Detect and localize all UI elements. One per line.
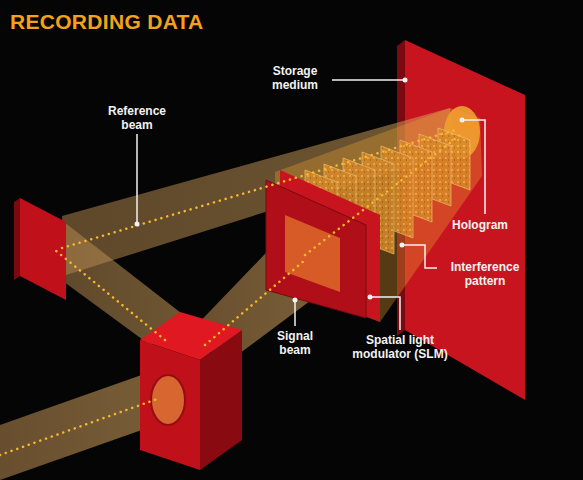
leader-dot (403, 78, 408, 83)
beam-axis (0, 398, 160, 455)
leader-line (294, 300, 296, 326)
mirror (20, 198, 66, 300)
callout-label: Hologram (452, 218, 532, 232)
leader-lines (137, 80, 485, 330)
leader-line (136, 134, 138, 224)
beam-axes (0, 130, 460, 455)
callout-label: Storage medium (255, 64, 335, 92)
leader-dot (368, 295, 373, 300)
beam-axis (62, 130, 455, 248)
callout-label: Signal beam (268, 329, 322, 357)
beam-axis (55, 250, 165, 340)
leader-line (462, 120, 485, 214)
leader-line (370, 297, 400, 330)
callout-label: Reference beam (100, 104, 174, 132)
slm-beam-spot (285, 215, 340, 292)
slm-front-panel (266, 180, 366, 318)
mirror-edge (14, 198, 20, 280)
leader-dot (293, 298, 298, 303)
callout-label: Interference pattern (440, 260, 530, 288)
leader-dot (460, 118, 465, 123)
leader-dots (135, 78, 465, 303)
leader-dot (135, 222, 140, 227)
cube-front (140, 340, 200, 470)
leader-line (332, 79, 405, 81)
leader-line (402, 245, 437, 268)
beam-axis (305, 135, 460, 255)
diagram-title: RECORDING DATA (10, 10, 204, 34)
leader-dot (400, 243, 405, 248)
callout-label: Spatial light modulator (SLM) (350, 333, 450, 361)
cube-side (200, 330, 242, 470)
